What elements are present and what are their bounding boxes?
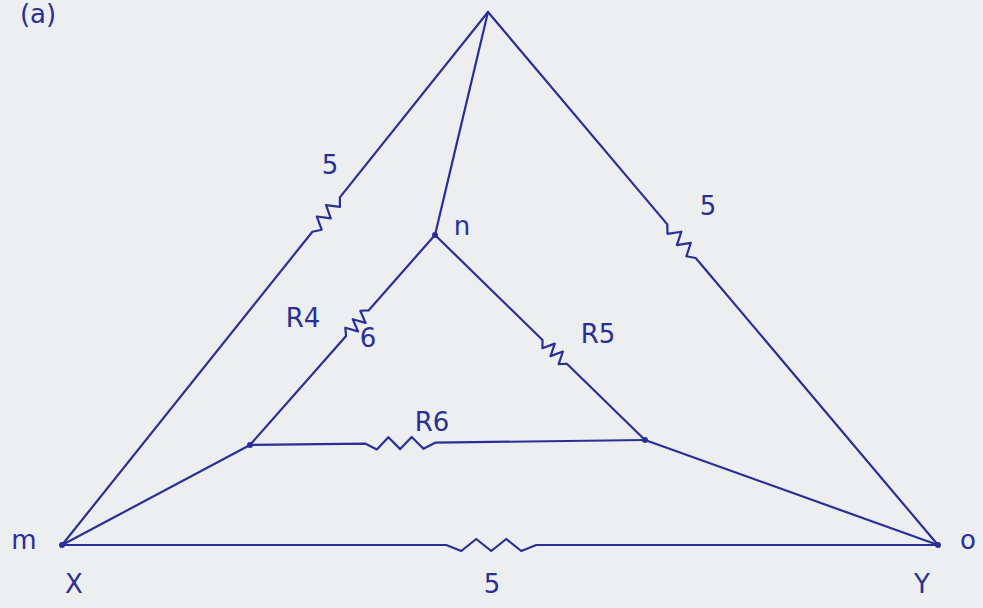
junction-dot [432, 232, 438, 238]
resistor-value: 5 [484, 571, 501, 597]
resistor-name: R4 [286, 305, 321, 331]
figure-label: (a) [20, 1, 56, 27]
wire [62, 445, 250, 545]
resistor-symbol [250, 235, 435, 445]
resistor-symbol [250, 437, 645, 449]
junction-dot [935, 542, 941, 548]
resistor-symbol [62, 539, 938, 551]
resistor-symbol [62, 12, 488, 545]
terminal-name: X [65, 571, 83, 597]
resistor-symbol [435, 235, 645, 440]
resistor-name: R6 [415, 409, 450, 435]
node-name: o [960, 527, 976, 553]
resistor-symbol [488, 12, 938, 545]
wire [645, 440, 938, 545]
resistor-value: 5 [322, 152, 339, 178]
resistor-value: 6 [360, 325, 377, 351]
node-name: n [454, 213, 470, 239]
terminal-name: Y [914, 571, 930, 597]
resistor-name: R5 [581, 321, 616, 347]
junction-dot [247, 442, 253, 448]
wire [435, 12, 488, 235]
resistor-value: 5 [700, 193, 717, 219]
node-name: m [11, 527, 36, 553]
junction-dot [642, 437, 648, 443]
junction-dot [59, 542, 65, 548]
